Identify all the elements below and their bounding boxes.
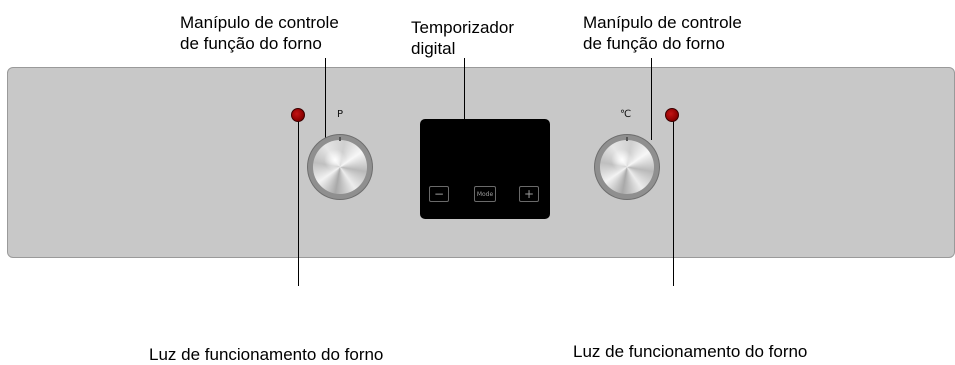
knob-pointer-mark [339,137,341,141]
timer-mode-button[interactable]: Mode [474,186,496,202]
function-knob-right[interactable] [595,135,659,199]
timer-label-line1: Temporizador [411,18,514,37]
function-knob-left[interactable] [308,135,372,199]
left-light-label: Luz de funcionamento do forno [149,345,384,364]
right-knob-label-line2: de função do forno [583,34,725,53]
right-indicator-light [665,108,679,122]
knob-pointer-mark [626,137,628,141]
right-knob-leader-line [651,58,652,140]
right-light-leader-line [673,121,674,286]
program-symbol: P [337,109,344,120]
left-indicator-light [291,108,305,122]
right-knob-label: Manípulo de controle de função do forno [583,12,742,54]
digital-timer-display: − Mode + [420,119,550,219]
left-light-leader-line [298,121,299,286]
right-light-label: Luz de funcionamento do forno [573,342,808,361]
left-knob-leader-line [325,58,326,140]
left-knob-label: Manípulo de controle de função do forno [180,12,339,54]
timer-label: Temporizador digital [411,17,514,59]
plus-icon: + [523,187,535,201]
timer-label-line2: digital [411,39,456,58]
mode-button-label: Mode [476,190,494,198]
minus-icon: − [433,187,445,201]
right-knob-label-line1: Manípulo de controle [583,13,742,32]
left-knob-label-line1: Manípulo de controle [180,13,339,32]
temperature-symbol: ℃ [620,109,632,120]
timer-leader-line [464,58,465,119]
timer-plus-button[interactable]: + [519,186,539,202]
timer-minus-button[interactable]: − [429,186,449,202]
knob-highlight [611,149,633,171]
left-knob-label-line2: de função do forno [180,34,322,53]
knob-highlight [324,149,346,171]
